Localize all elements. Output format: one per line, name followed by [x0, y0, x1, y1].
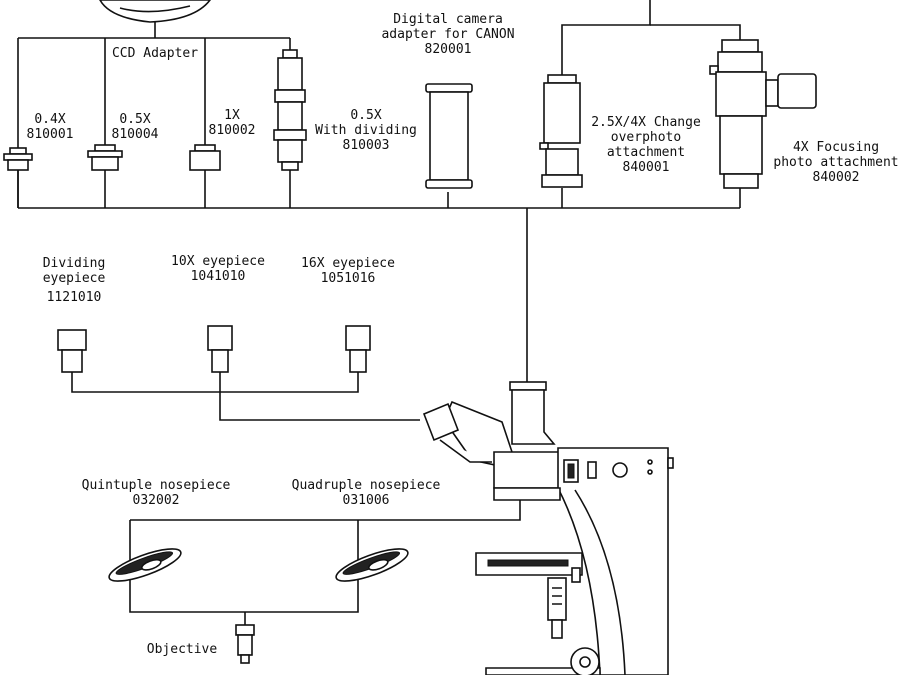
adapter-05x-icon: [87, 144, 123, 171]
quadruple-nosepiece-label: Quadruple nosepiece 031006: [291, 478, 441, 508]
eyepiece-16x-label: 16X eyepiece 1051016: [301, 256, 395, 286]
digital-camera-label: Digital camera adapter for CANON 820001: [381, 12, 515, 57]
quadruple-nosepiece-icon: [335, 548, 409, 582]
quintuple-nosepiece-icon: [108, 548, 182, 582]
dividing-eyepiece-icon: [57, 329, 87, 373]
dividing-eyepiece-label: Dividing eyepiece 1121010: [42, 256, 106, 305]
digital-camera-adapter-icon: [425, 83, 473, 189]
ccd-adapter-icon: [99, 0, 212, 23]
objective-label: Objective: [146, 642, 218, 657]
focusing-photo-attachment-icon: [709, 39, 817, 189]
photo-top-right: [650, 24, 741, 40]
adapter-1x-icon: [189, 144, 221, 171]
focusing-photo-label: 4X Focusing photo attachment 840002: [773, 140, 899, 185]
eyepiece-10x-icon: [207, 325, 233, 373]
ccd-adapter-label: CCD Adapter: [111, 46, 199, 61]
eyepiece-to-head: [219, 355, 420, 421]
eyepiece-16x-icon: [345, 325, 371, 373]
adapter-1x-label: 1X 810002: [208, 108, 256, 138]
adapter-05x-dividing-icon: [273, 49, 307, 171]
connector-lines: [17, 0, 741, 625]
objective-icon: [235, 624, 255, 664]
change-photo-label: 2.5X/4X Change overphoto attachment 8400…: [591, 115, 701, 175]
adapter-04x-icon: [3, 147, 33, 171]
photo-top-line: [561, 0, 651, 75]
microscope-body-icon: [422, 381, 674, 675]
eyepiece-bus: [71, 355, 359, 393]
adapter-05x-dividing-label: 0.5X With dividing 810003: [315, 108, 417, 153]
adapter-05x-label: 0.5X 810004: [111, 112, 159, 142]
quintuple-nosepiece-label: Quintuple nosepiece 032002: [81, 478, 231, 508]
eyepiece-10x-label: 10X eyepiece 1041010: [171, 254, 265, 284]
adapter-04x-label: 0.4X 810001: [26, 112, 74, 142]
change-photo-attachment-icon: [539, 74, 583, 188]
